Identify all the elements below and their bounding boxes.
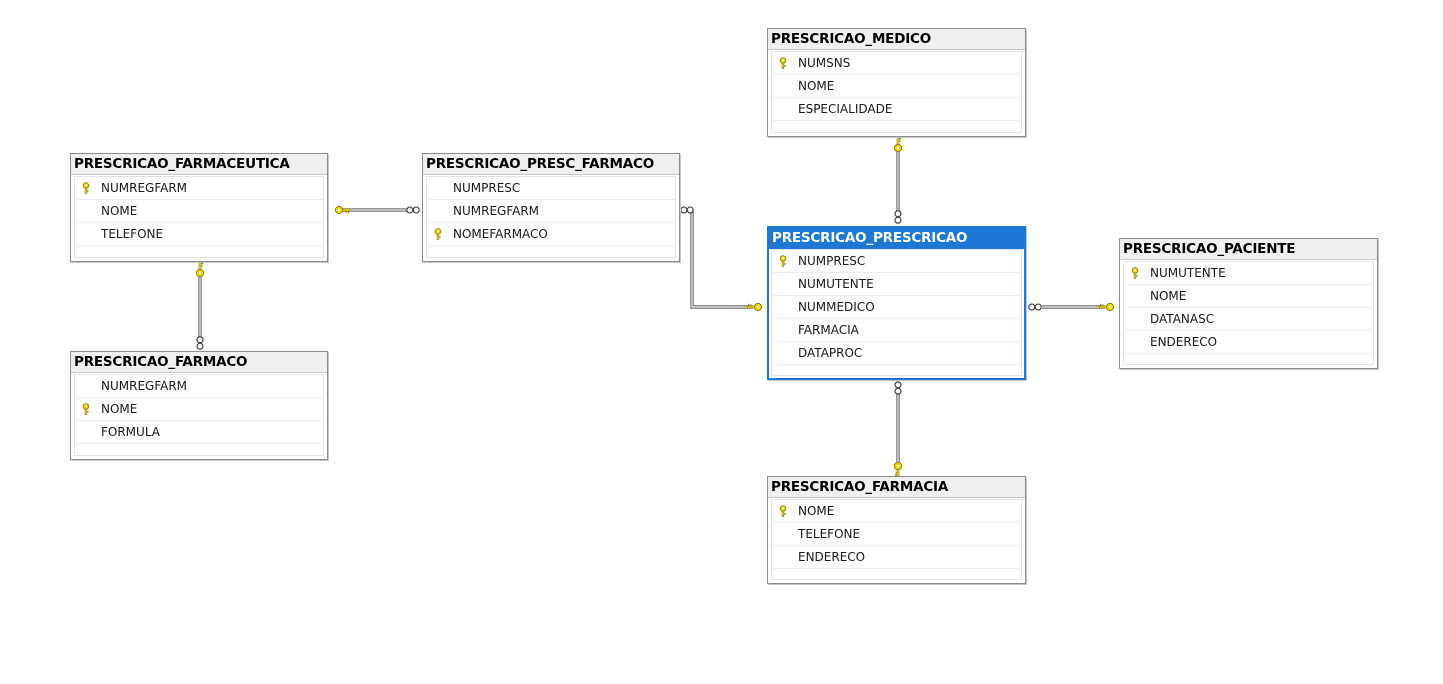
- table-medico[interactable]: PRESCRICAO_MEDICO NUMSNS NOME ESPECIALIDADE: [767, 28, 1026, 137]
- table-title[interactable]: PRESCRICAO_MEDICO: [768, 29, 1025, 50]
- table-row[interactable]: NUMREGFARM: [75, 375, 323, 398]
- table-farmaco[interactable]: PRESCRICAO_FARMACO NUMREGFARM NOME FORMULA: [70, 351, 328, 460]
- key-icon: [334, 205, 351, 215]
- primary-key-icon: [82, 403, 90, 415]
- relationship-presc-farmaco-to-farmaceutica[interactable]: [334, 205, 420, 215]
- table-row[interactable]: NOME: [772, 75, 1021, 98]
- table-row[interactable]: NOME: [772, 500, 1021, 523]
- column-name: NUMREGFARM: [453, 204, 540, 218]
- column-name: TELEFONE: [101, 227, 164, 241]
- column-name: NOME: [798, 504, 835, 518]
- column-name: NUMUTENTE: [798, 277, 874, 291]
- table-farmaceutica[interactable]: PRESCRICAO_FARMACEUTICA NUMREGFARM NOME TEL…: [70, 153, 328, 262]
- key-icon: [746, 302, 763, 312]
- table-row[interactable]: FARMACIA: [772, 319, 1021, 342]
- column-name: NOMEFARMACO: [453, 227, 548, 241]
- table-row[interactable]: TELEFONE: [772, 523, 1021, 546]
- key-icon: [893, 136, 903, 153]
- column-name: DATANASC: [1150, 312, 1215, 326]
- primary-key-icon: [1131, 267, 1139, 279]
- table-row[interactable]: FORMULA: [75, 421, 323, 444]
- table-row[interactable]: ENDERECO: [1124, 331, 1373, 354]
- primary-key-icon: [82, 182, 90, 194]
- table-title[interactable]: PRESCRICAO_FARMACO: [71, 352, 327, 373]
- column-name: NOME: [101, 204, 138, 218]
- column-grid: NUMPRESC NUMUTENTE NUMMEDICO FARMACIA DATAPR…: [771, 249, 1022, 376]
- table-row[interactable]: TELEFONE: [75, 223, 323, 246]
- table-title[interactable]: PRESCRICAO_PRESC_FARMACO: [423, 154, 679, 175]
- column-name: NUMPRESC: [453, 181, 521, 195]
- infinity-icon: [680, 206, 694, 214]
- primary-key-icon: [779, 57, 787, 69]
- infinity-icon: [1028, 303, 1042, 311]
- key-icon: [893, 461, 903, 478]
- table-row[interactable]: NUMUTENTE: [1124, 262, 1373, 285]
- primary-key-icon: [779, 255, 787, 267]
- column-name: NUMREGFARM: [101, 379, 188, 393]
- relationship-line-inner: [691, 210, 753, 308]
- column-name: ENDERECO: [1150, 335, 1218, 349]
- relationship-presc-farmaco-to-prescricao[interactable]: [680, 206, 763, 312]
- relationship-prescricao-to-medico[interactable]: [893, 136, 903, 224]
- table-paciente[interactable]: PRESCRICAO_PACIENTE NUMUTENTE NOME DATANASC…: [1119, 238, 1378, 369]
- table-presc-farmaco[interactable]: PRESCRICAO_PRESC_FARMACO NUMPRESC NUMREGFA…: [422, 153, 680, 262]
- column-name: NUMREGFARM: [101, 181, 188, 195]
- table-row[interactable]: ESPECIALIDADE: [772, 98, 1021, 121]
- column-name: NUMMEDICO: [798, 300, 875, 314]
- table-row[interactable]: NUMSNS: [772, 52, 1021, 75]
- relationship-prescricao-to-paciente[interactable]: [1028, 302, 1115, 312]
- column-grid: NUMUTENTE NOME DATANASC ENDERECO: [1123, 261, 1374, 365]
- table-row[interactable]: NOME: [75, 200, 323, 223]
- column-grid: NUMREGFARM NOME TELEFONE: [74, 176, 324, 258]
- primary-key-icon: [434, 228, 442, 240]
- table-row[interactable]: NUMUTENTE: [772, 273, 1021, 296]
- column-name: ESPECIALIDADE: [798, 102, 893, 116]
- table-row[interactable]: NUMREGFARM: [427, 200, 675, 223]
- column-name: FORMULA: [101, 425, 160, 439]
- table-title[interactable]: PRESCRICAO_PACIENTE: [1120, 239, 1377, 260]
- column-name: NUMPRESC: [798, 254, 866, 268]
- table-title[interactable]: PRESCRICAO_PRESCRICAO: [769, 228, 1024, 249]
- column-name: NOME: [1150, 289, 1187, 303]
- table-row[interactable]: NOMEFARMACO: [427, 223, 675, 246]
- infinity-icon: [894, 210, 902, 224]
- infinity-icon: [406, 206, 420, 214]
- relationship-prescricao-to-farmacia[interactable]: [893, 381, 903, 478]
- infinity-icon: [894, 381, 902, 395]
- key-icon: [1098, 302, 1115, 312]
- table-row[interactable]: NUMPRESC: [427, 177, 675, 200]
- column-name: FARMACIA: [798, 323, 859, 337]
- table-row[interactable]: NOME: [1124, 285, 1373, 308]
- table-row[interactable]: DATANASC: [1124, 308, 1373, 331]
- infinity-icon: [196, 336, 204, 350]
- column-grid: NOME TELEFONE ENDERECO: [771, 499, 1022, 580]
- primary-key-icon: [779, 505, 787, 517]
- column-name: NOME: [798, 79, 835, 93]
- column-grid: NUMSNS NOME ESPECIALIDADE: [771, 51, 1022, 133]
- column-name: NUMUTENTE: [1150, 266, 1226, 280]
- relationship-line-outer: [690, 210, 753, 309]
- column-name: NUMSNS: [798, 56, 851, 70]
- table-title[interactable]: PRESCRICAO_FARMACEUTICA: [71, 154, 327, 175]
- column-grid: NUMREGFARM NOME FORMULA: [74, 374, 324, 456]
- key-icon: [195, 261, 205, 278]
- column-name: ENDERECO: [798, 550, 866, 564]
- column-grid: NUMPRESC NUMREGFARM NOMEFARMACO: [426, 176, 676, 258]
- table-row[interactable]: NUMREGFARM: [75, 177, 323, 200]
- relationship-farmaco-to-farmaceutica[interactable]: [195, 261, 205, 350]
- table-row[interactable]: NUMMEDICO: [772, 296, 1021, 319]
- table-row[interactable]: ENDERECO: [772, 546, 1021, 569]
- table-row[interactable]: NUMPRESC: [772, 250, 1021, 273]
- column-name: DATAPROC: [798, 346, 863, 360]
- column-name: NOME: [101, 402, 138, 416]
- table-title[interactable]: PRESCRICAO_FARMACIA: [768, 477, 1025, 498]
- table-row[interactable]: DATAPROC: [772, 342, 1021, 365]
- table-row[interactable]: NOME: [75, 398, 323, 421]
- table-farmacia[interactable]: PRESCRICAO_FARMACIA NOME TELEFONE ENDERECO: [767, 476, 1026, 584]
- column-name: TELEFONE: [798, 527, 861, 541]
